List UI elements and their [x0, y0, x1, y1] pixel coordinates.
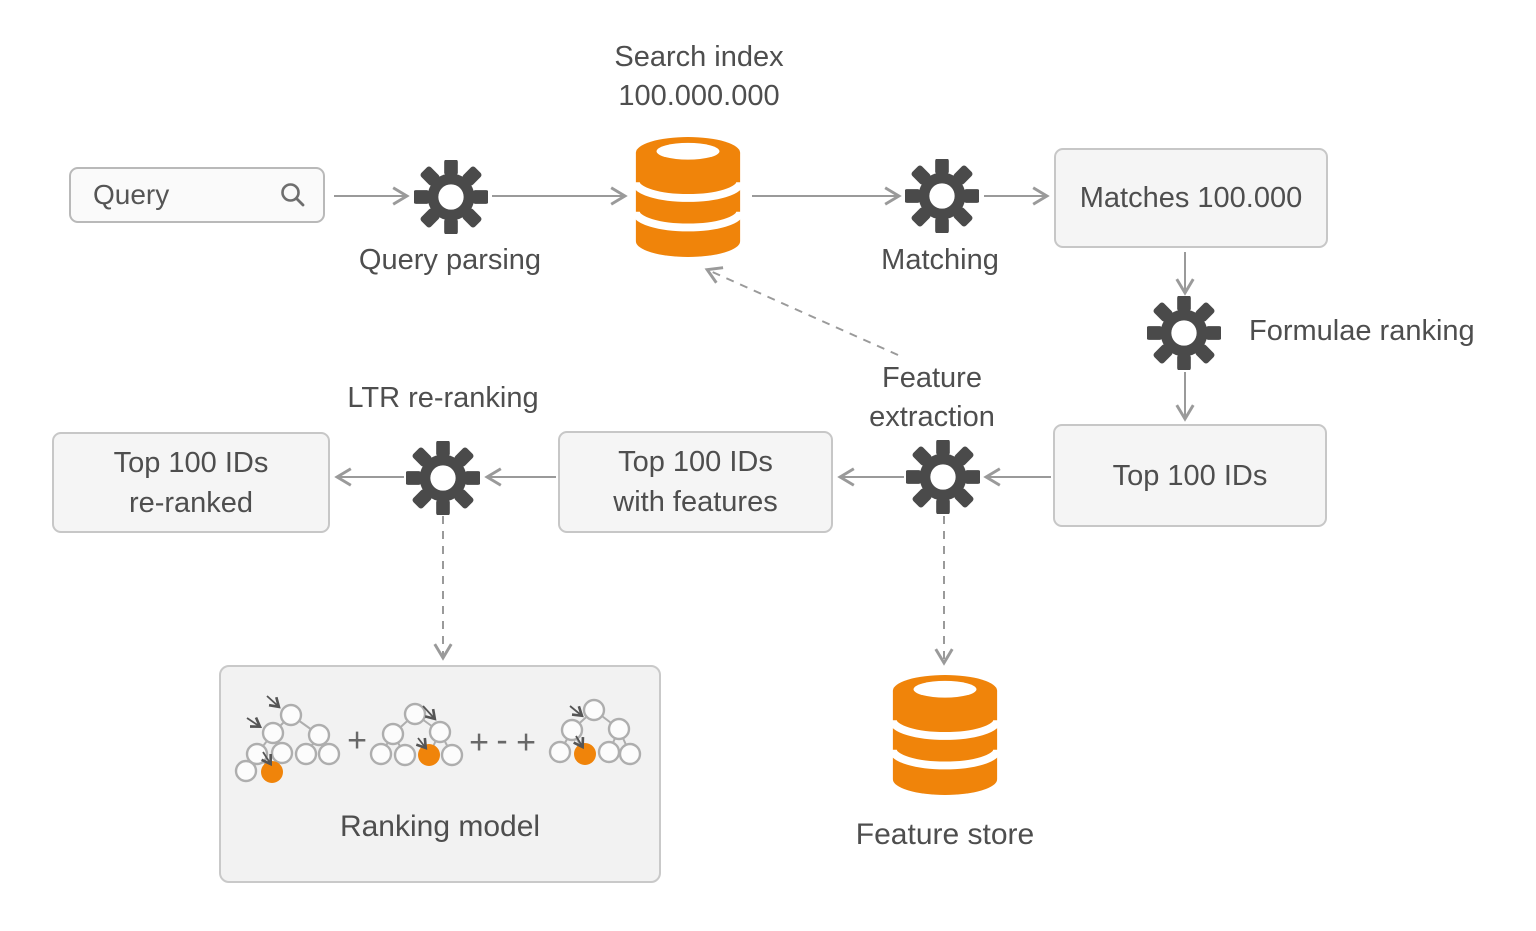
tree-operator-plus-2: +	[469, 723, 489, 762]
matches-box: Matches 100.000	[1054, 148, 1328, 248]
feature-store-label: Feature store	[855, 818, 1035, 851]
query-parsing-gear-icon	[414, 160, 488, 234]
top-100-features-line2: with features	[613, 486, 778, 518]
tree2-selected-leaf	[418, 744, 440, 766]
search-index-title: Search index	[614, 41, 784, 73]
top-100-reranked-line1: Top 100 IDs	[113, 446, 269, 479]
search-index-database-icon	[629, 131, 747, 263]
tree-operator-minus: -	[496, 721, 508, 760]
tree1-selected-leaf	[261, 761, 283, 783]
matches-box-label: Matches 100.000	[1079, 182, 1303, 214]
top-100-reranked-line2: re-ranked	[128, 486, 254, 519]
tree3-selected-leaf	[574, 743, 596, 765]
feature-extraction-gear-icon	[906, 440, 980, 514]
matching-gear-icon	[905, 159, 979, 233]
top-100-ids-with-features-box: Top 100 IDs with features	[558, 431, 833, 533]
feature-extraction-line2: extraction	[869, 401, 995, 433]
ranking-model-label: Ranking model	[339, 810, 541, 843]
matching-label: Matching	[881, 244, 999, 276]
query-input[interactable]: Query	[69, 167, 325, 223]
tree-operator-plus-3: +	[516, 723, 536, 762]
feature-extraction-label: Feature extraction	[869, 359, 995, 437]
formulae-ranking-gear-icon	[1147, 296, 1221, 370]
tree-operator-plus-1: +	[347, 721, 367, 760]
dashed-arrow-extraction-to-index	[704, 266, 899, 356]
formulae-ranking-label: Formulae ranking	[1249, 315, 1475, 347]
ranking-model-box: + + - + Ranking model	[219, 665, 661, 883]
query-input-value: Query	[93, 179, 170, 210]
query-parsing-label: Query parsing	[358, 244, 542, 276]
ltr-reranking-label: LTR re-ranking	[347, 382, 539, 414]
top-100-ids-box: Top 100 IDs	[1053, 424, 1327, 527]
top-100-features-line1: Top 100 IDs	[618, 446, 773, 478]
search-index-label: Search index 100.000.000	[614, 38, 783, 116]
feature-store-database-icon	[886, 669, 1004, 801]
search-icon	[281, 183, 305, 207]
search-index-count: 100.000.000	[618, 80, 780, 112]
ltr-reranking-gear-icon	[406, 441, 480, 515]
top-100-ids-label: Top 100 IDs	[1112, 459, 1268, 492]
top-100-ids-reranked-box: Top 100 IDs re-ranked	[52, 432, 330, 533]
decision-trees-illustration	[234, 695, 642, 783]
feature-extraction-line1: Feature	[882, 362, 982, 394]
